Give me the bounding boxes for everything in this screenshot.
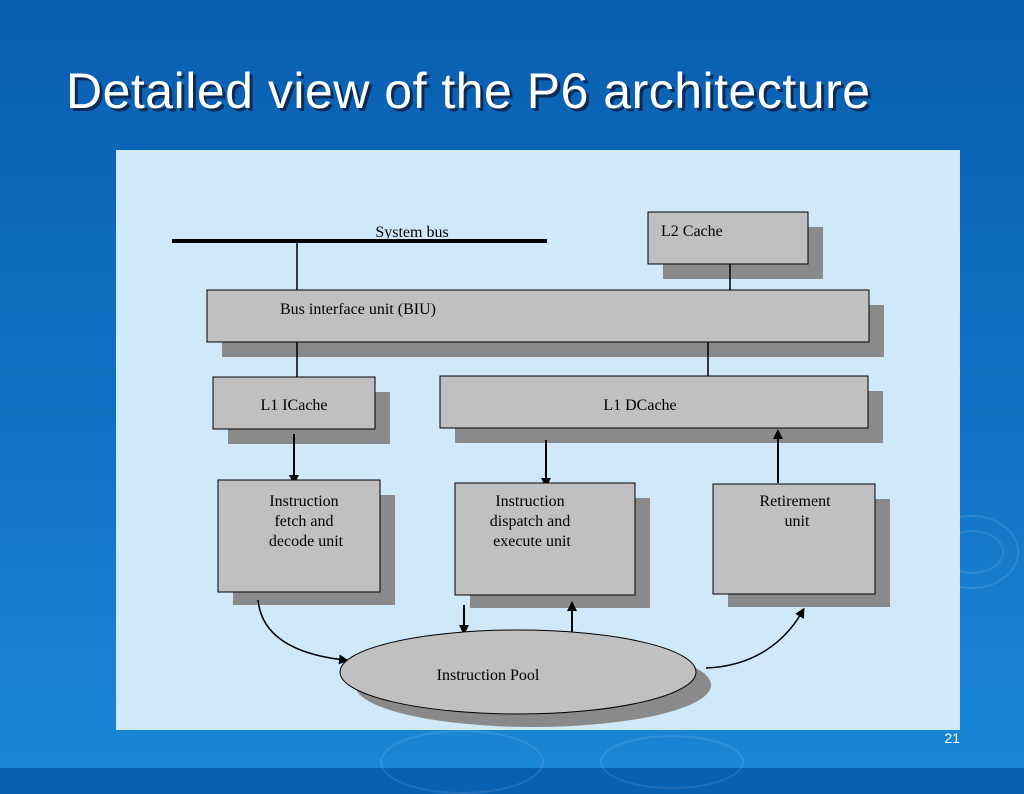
fetch-decode-line-2: fetch and: [274, 513, 333, 530]
biu-label: Bus interface unit (BIU): [280, 301, 436, 318]
fetch-decode-line-3: decode unit: [269, 533, 344, 550]
slide-number: 21: [944, 730, 960, 746]
dispatch-execute-line-2: dispatch and: [490, 513, 570, 530]
dispatch-execute-line-3: execute unit: [493, 533, 571, 550]
instruction-pool-label: Instruction Pool: [437, 667, 540, 684]
water-ripple-decoration: [600, 735, 744, 789]
diagram-panel: System bus L2 Cache Bus interface unit (…: [116, 150, 960, 730]
slide-title: Detailed view of the P6 architecture: [66, 63, 871, 119]
l2-cache-label: L2 Cache: [661, 223, 723, 240]
l1-icache-box: [212, 376, 376, 430]
system-bus-label: System bus: [375, 224, 448, 241]
dispatch-execute-label: Instruction dispatch and execute unit: [490, 493, 574, 550]
fetch-decode-line-1: Instruction: [269, 493, 338, 510]
l1-icache-label: L1 ICache: [260, 397, 327, 414]
retirement-line-1: Retirement: [759, 493, 831, 510]
fetch-decode-box: [217, 479, 381, 593]
instruction-pool-ellipse: [339, 629, 697, 715]
retirement-line-2: unit: [785, 513, 810, 530]
retirement-label: Retirement unit: [759, 493, 834, 530]
fetch-to-pool-arrow: [257, 599, 349, 665]
retirement-box: [712, 483, 876, 595]
l1-dcache-box: [439, 375, 869, 429]
l1-dcache-label: L1 DCache: [603, 397, 676, 414]
dispatch-execute-line-1: Instruction: [495, 493, 564, 510]
p6-architecture-diagram: System bus L2 Cache Bus interface unit (…: [172, 211, 890, 727]
fetch-decode-label: Instruction fetch and decode unit: [269, 493, 344, 550]
water-ripple-decoration: [380, 730, 544, 794]
l2-cache-box: [647, 211, 809, 265]
dispatch-execute-box: [454, 482, 636, 596]
biu-box: [206, 289, 870, 343]
pool-to-retirement-arrow: [705, 607, 805, 669]
